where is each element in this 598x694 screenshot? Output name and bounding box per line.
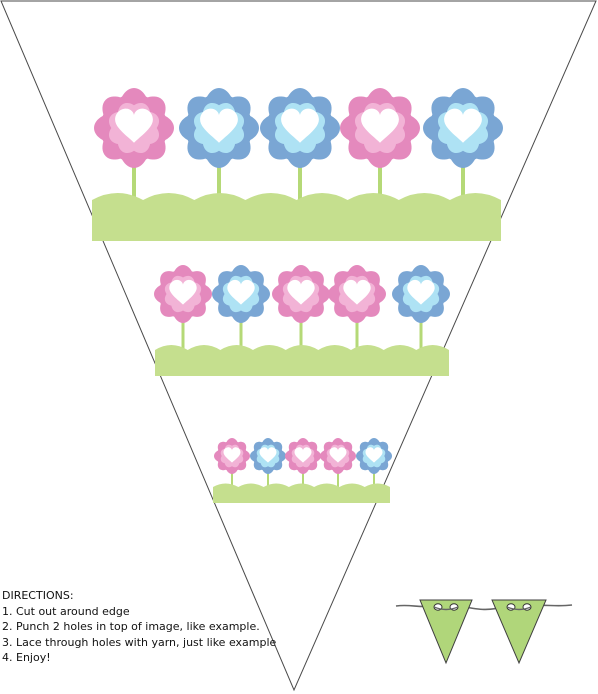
directions-step-4: 4. Enjoy! [2,651,51,664]
directions-step-3: 3. Lace through holes with yarn, just li… [2,635,277,649]
pink-flower [285,438,321,474]
flower-rows [92,88,503,503]
blue-flower [212,265,270,323]
pink-flower [272,265,330,323]
blue-flower [250,438,286,474]
blue-flower [260,88,340,168]
pink-flower [154,265,212,323]
pink-flower [340,88,420,168]
pink-flower [214,438,250,474]
pink-flower [94,88,174,168]
blue-flower [179,88,259,168]
flower-row-2 [154,265,450,376]
flower-row-1 [92,88,503,241]
directions-step-2: 2. Punch 2 holes in top of image, like e… [2,620,260,633]
blue-flower [356,438,392,474]
pink-flower [320,438,356,474]
example-pennant [419,599,473,665]
directions-block: DIRECTIONS: 1. Cut out around edge 2. Pu… [2,588,302,666]
pink-flower [328,265,386,323]
directions-step-1: 1. Cut out around edge [2,604,130,618]
blue-flower [392,265,450,323]
grass-strip [213,483,390,503]
blue-flower [423,88,503,168]
grass-strip [92,193,501,241]
example-pennant [491,599,547,665]
grass-strip [155,345,449,376]
flower-row-3 [213,438,392,503]
directions-title: DIRECTIONS: [2,589,74,602]
example-bunting [395,599,573,665]
